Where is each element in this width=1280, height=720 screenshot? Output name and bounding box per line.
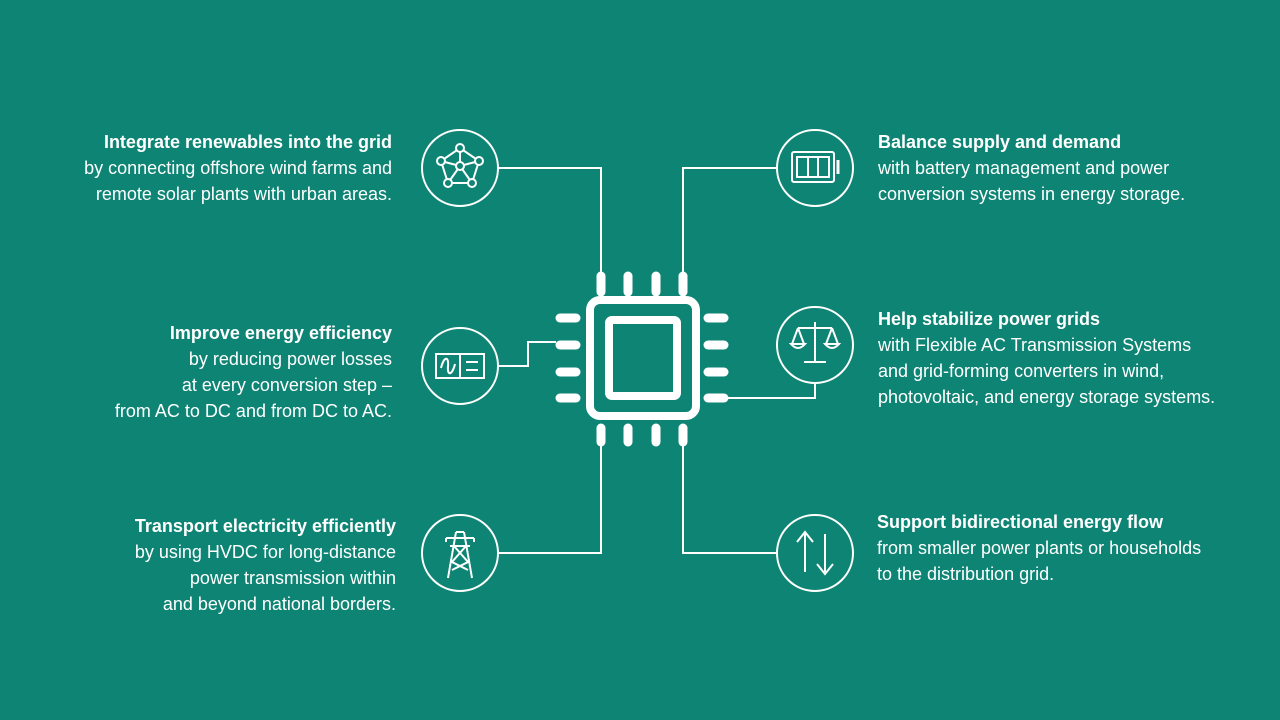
icon-circle-transport xyxy=(421,514,499,592)
connector-stabilize xyxy=(727,383,816,399)
feature-title: Integrate renewables into the grid xyxy=(103,132,392,152)
balance-scale-icon xyxy=(788,322,842,363)
feature-description: by using HVDC for long-distance power tr… xyxy=(134,542,396,614)
icon-circle-integrate xyxy=(421,129,499,207)
feature-energy-efficiency: Improve energy efficiency by reducing po… xyxy=(32,320,392,424)
feature-title: Help stabilize power grids xyxy=(878,309,1101,329)
feature-title: Transport electricity efficiently xyxy=(134,516,396,536)
feature-title: Support bidirectional energy flow xyxy=(877,512,1164,532)
feature-description: by reducing power losses at every conver… xyxy=(114,349,392,421)
icon-circle-balance xyxy=(776,129,854,207)
battery-icon xyxy=(791,151,840,183)
network-nodes-icon xyxy=(436,143,484,188)
connector-integrate xyxy=(499,167,602,272)
feature-description: by connecting offshore wind farms and re… xyxy=(84,158,392,204)
feature-balance-supply: Balance supply and demand with battery m… xyxy=(878,129,1238,207)
connector-bidirectional xyxy=(682,446,777,554)
icon-circle-efficiency xyxy=(421,327,499,405)
ac-dc-converter-icon xyxy=(435,353,485,379)
feature-transport-electricity: Transport electricity efficiently by usi… xyxy=(36,513,396,617)
connector-balance xyxy=(682,167,777,272)
icon-circle-stabilize xyxy=(776,306,854,384)
feature-description: from smaller power plants or households … xyxy=(877,538,1202,584)
microchip-icon xyxy=(555,271,729,447)
icon-circle-bidirectional xyxy=(776,514,854,592)
transmission-tower-icon xyxy=(445,531,475,579)
feature-title: Balance supply and demand xyxy=(878,132,1122,152)
feature-description: with battery management and power conver… xyxy=(878,158,1186,204)
bidirectional-arrows-icon xyxy=(796,530,834,576)
feature-description: with Flexible AC Transmission Systems an… xyxy=(878,335,1216,407)
connector-efficiency xyxy=(499,341,556,367)
feature-bidirectional-flow: Support bidirectional energy flow from s… xyxy=(877,509,1237,587)
connector-transport xyxy=(499,446,602,554)
feature-integrate-renewables: Integrate renewables into the grid by co… xyxy=(32,129,392,207)
feature-title: Improve energy efficiency xyxy=(169,323,392,343)
feature-stabilize-grids: Help stabilize power grids with Flexible… xyxy=(878,306,1258,410)
